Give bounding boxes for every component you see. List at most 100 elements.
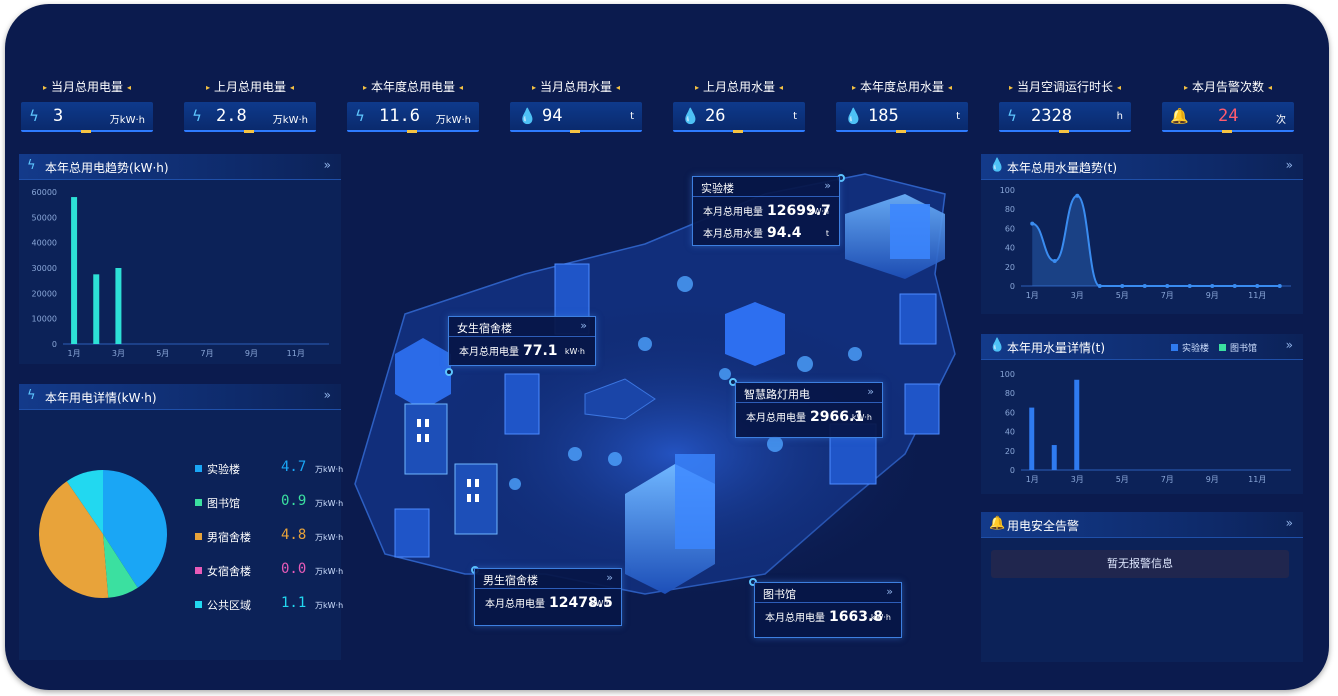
callout-value: 1663.8 <box>829 609 884 625</box>
more-button[interactable]: » <box>867 385 874 398</box>
pie-slice[interactable] <box>103 470 167 588</box>
more-button[interactable]: » <box>886 585 893 598</box>
bar[interactable] <box>1029 407 1035 470</box>
legend-swatch <box>195 601 202 608</box>
x-tick-label: 3月 <box>1071 291 1084 300</box>
y-tick-label: 50000 <box>32 213 57 222</box>
kpi-card: 上月总用水量💧26t <box>673 78 805 136</box>
pie-slice[interactable] <box>66 470 103 534</box>
callout-unit: kW·h <box>808 207 829 216</box>
bell-icon: 🔔 <box>1170 107 1189 125</box>
more-button[interactable]: » <box>1285 338 1293 352</box>
kpi-unit: 次 <box>1276 115 1286 126</box>
bar[interactable] <box>1051 445 1057 470</box>
callout-label: 本月总用电量 <box>459 347 519 358</box>
bar[interactable] <box>93 274 100 344</box>
x-tick-label: 1月 <box>68 349 81 358</box>
legend-unit: 万kW·h <box>315 465 344 474</box>
x-tick-label: 7月 <box>1161 475 1174 484</box>
more-button[interactable]: » <box>824 179 831 192</box>
more-button[interactable]: » <box>580 319 587 332</box>
data-point[interactable] <box>1142 284 1147 288</box>
data-point[interactable] <box>1277 284 1282 288</box>
data-point[interactable] <box>1187 284 1192 288</box>
data-point[interactable] <box>1030 221 1035 226</box>
x-tick-label: 3月 <box>1071 475 1084 484</box>
data-point[interactable] <box>1075 193 1080 198</box>
data-point[interactable] <box>1165 284 1170 288</box>
x-tick-label: 7月 <box>1161 291 1174 300</box>
kpi-value: 3 <box>53 106 64 126</box>
more-button[interactable]: » <box>606 571 613 584</box>
callout-title: 图书馆 <box>763 588 796 601</box>
pie-slice[interactable] <box>103 534 138 598</box>
divider <box>755 602 901 603</box>
data-point[interactable] <box>1052 259 1057 264</box>
panel-header: ϟ 本年用电详情(kW·h) » <box>19 384 341 410</box>
data-point[interactable] <box>1120 284 1125 288</box>
lightning-icon: ϟ <box>192 107 202 125</box>
bar[interactable] <box>115 268 122 344</box>
callout-unit: t <box>825 229 829 238</box>
data-point[interactable] <box>1232 284 1237 288</box>
panel-title: 用电安全告警 <box>1007 519 1080 533</box>
building-girls-dorm <box>404 403 448 475</box>
x-tick-label: 9月 <box>1206 475 1219 484</box>
callout-label: 本月总用电量 <box>746 413 806 424</box>
legend-label: 女宿舍楼 <box>207 565 251 578</box>
lightning-icon: ϟ <box>355 107 365 125</box>
legend-swatch <box>195 499 202 506</box>
callout-unit: kW·h <box>851 413 872 422</box>
building-boys-dorm <box>454 463 498 535</box>
more-button[interactable]: » <box>323 388 331 402</box>
y-tick-label: 10000 <box>32 315 57 324</box>
building-library <box>625 454 715 594</box>
data-point[interactable] <box>1210 284 1215 288</box>
bar[interactable] <box>1074 379 1080 470</box>
x-tick-label: 9月 <box>245 349 258 358</box>
more-button[interactable]: » <box>323 158 331 172</box>
alarm-panel: 🔔 用电安全告警 » 暂无报警信息 <box>981 512 1303 662</box>
elec-detail-pie <box>38 470 167 598</box>
kpi-value: 2328 <box>1031 106 1072 126</box>
pie-slice[interactable] <box>38 481 109 598</box>
y-tick-label: 100 <box>1000 186 1015 195</box>
kpi-title: 当月空调运行时长 <box>999 78 1131 95</box>
bar[interactable] <box>71 197 78 344</box>
more-button[interactable]: » <box>1285 516 1293 530</box>
data-point[interactable] <box>1255 284 1260 288</box>
data-point[interactable] <box>1097 284 1102 288</box>
trees <box>509 276 862 490</box>
legend-value: 4.7 <box>281 459 307 475</box>
x-tick-label: 5月 <box>1116 291 1129 300</box>
building-small-west <box>394 508 430 558</box>
more-button[interactable]: » <box>1285 158 1293 172</box>
map-marker[interactable] <box>445 368 453 376</box>
legend-value: 0.0 <box>281 561 307 577</box>
callout-unit: kW·h <box>870 613 891 622</box>
water-drop-icon: 💧 <box>989 158 1006 173</box>
campus-map-illustration <box>354 173 956 604</box>
